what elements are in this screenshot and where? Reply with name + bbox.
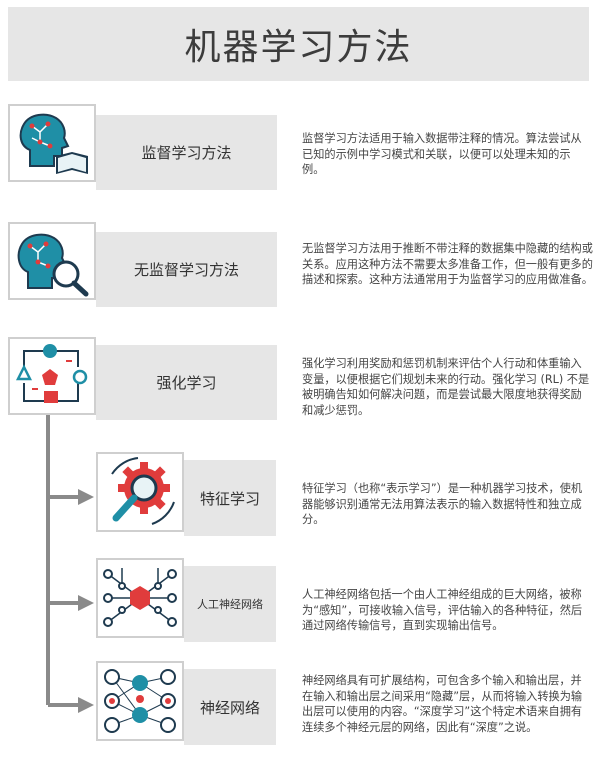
supervised-label-box: 监督学习方法 [96,115,277,190]
unsupervised-icon-box [8,222,96,300]
unsupervised-label: 无监督学习方法 [133,261,239,279]
ai-head-magnifier-icon [17,233,89,297]
feature-learning-label-box: 特征学习 [184,460,276,536]
supervised-icon-box [8,104,96,182]
reinforcement-icon-box [8,337,96,415]
supervised-description: 监督学习方法适用于输入数据带注释的情况。算法尝试从已知的示例中学习模式和关联，以… [302,132,582,176]
neural-network-icon [104,669,176,733]
neural-network-description: 神经网络具有可扩展结构，可包含多个输入和输出层，并在输入和输出层之间采用“隐藏”… [302,674,583,734]
ann-description: 人工神经网络包括一个由人工神经组成的巨大网络，被称为“感知”，可接收输入信号，评… [302,588,583,632]
reinforcement-loop-icon [15,344,88,403]
ann-icon-box [96,558,184,638]
neural-network-label-box: 神经网络 [184,669,276,745]
title-banner: 机器学习方法 [8,7,589,81]
feature-learning-icon-box [96,452,184,532]
neural-network-icon-box [96,661,184,741]
feature-learning-description: 特征学习（也称“表示学习”）是一种机器学习技术，使机器能够识别通常无法用算法表示… [302,482,583,526]
ann-label-box: 人工神经网络 [184,566,276,642]
neural-network-label: 神经网络 [199,698,260,717]
page-title: 机器学习方法 [184,27,413,68]
feature-learning-label: 特征学习 [199,489,260,508]
reinforcement-description: 强化学习利用奖励和惩罚机制来评估个人行动和体重输入变量，以便根据它们规划未来的行… [302,357,590,417]
unsupervised-label-box: 无监督学习方法 [96,232,277,307]
ann-label: 人工神经网络 [197,598,263,611]
gear-magnifier-icon [111,457,175,525]
unsupervised-description: 无监督学习方法用于推断不带注释的数据集中隐藏的结构或关系。应用这种方法不需要太多… [302,242,593,286]
neural-node-icon [103,568,177,627]
ai-head-book-icon [19,113,88,174]
reinforcement-label: 强化学习 [156,374,217,392]
supervised-label: 监督学习方法 [141,144,232,162]
reinforcement-label-box: 强化学习 [96,345,277,420]
